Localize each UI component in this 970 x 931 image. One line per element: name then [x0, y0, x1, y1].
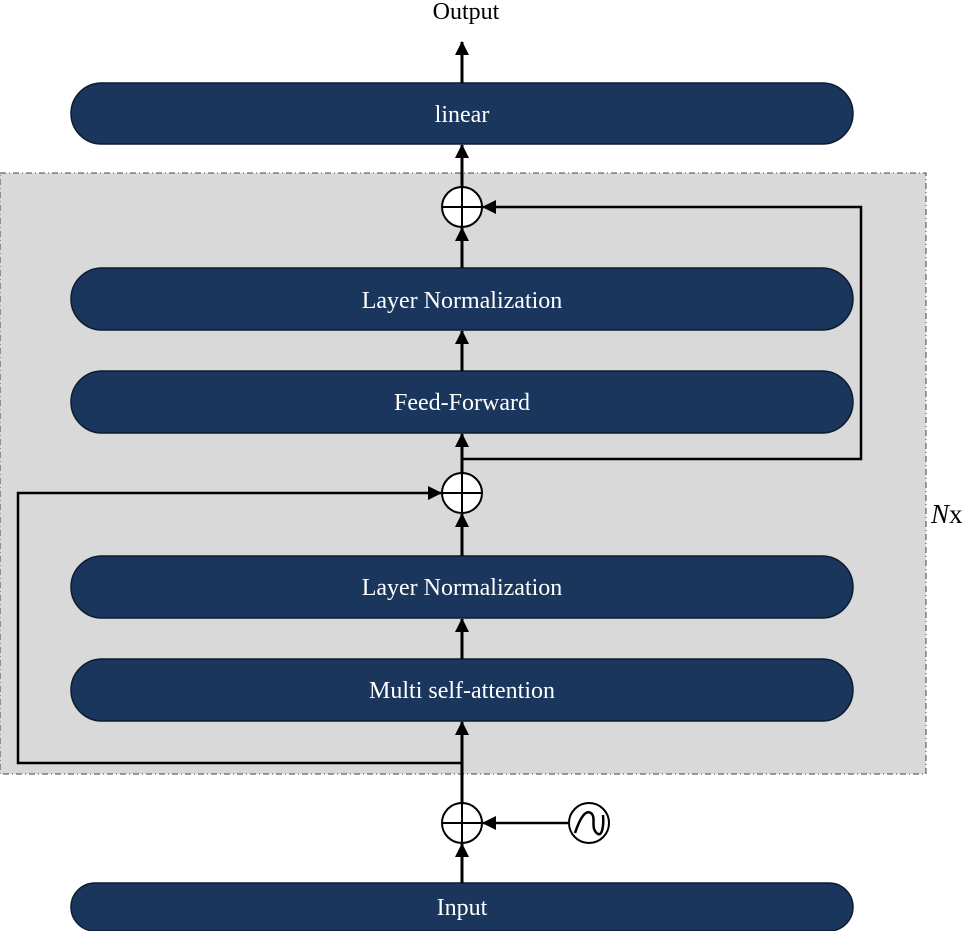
feed-forward-block: Feed-Forward: [70, 370, 854, 434]
residual-bottom: [16, 486, 462, 765]
repeat-count-label: Nx: [930, 499, 963, 529]
add-icon: [441, 472, 483, 514]
layer-norm-bottom-block: Layer Normalization: [70, 555, 854, 619]
residual-connections: [16, 200, 863, 830]
residual-top: [462, 200, 863, 461]
sine-wave-icon: [568, 802, 610, 844]
output-label: Output: [433, 0, 500, 25]
layer-norm-top-block: Layer Normalization: [70, 267, 854, 331]
feed-forward-label: Feed-Forward: [394, 390, 530, 416]
add-icon: [441, 802, 483, 844]
multi-self-attention-block: Multi self-attention: [70, 658, 854, 722]
add-icon: [441, 186, 483, 228]
repeat-x: x: [949, 499, 963, 529]
linear-label: linear: [435, 102, 490, 128]
multi-self-attention-label: Multi self-attention: [369, 678, 555, 704]
linear-block: linear: [70, 82, 854, 145]
repeat-n: N: [930, 499, 951, 529]
layer-norm-top-label: Layer Normalization: [362, 288, 563, 314]
input-label: Input: [437, 895, 488, 921]
input-block: Input: [70, 882, 854, 931]
layer-norm-bottom-label: Layer Normalization: [362, 575, 563, 601]
